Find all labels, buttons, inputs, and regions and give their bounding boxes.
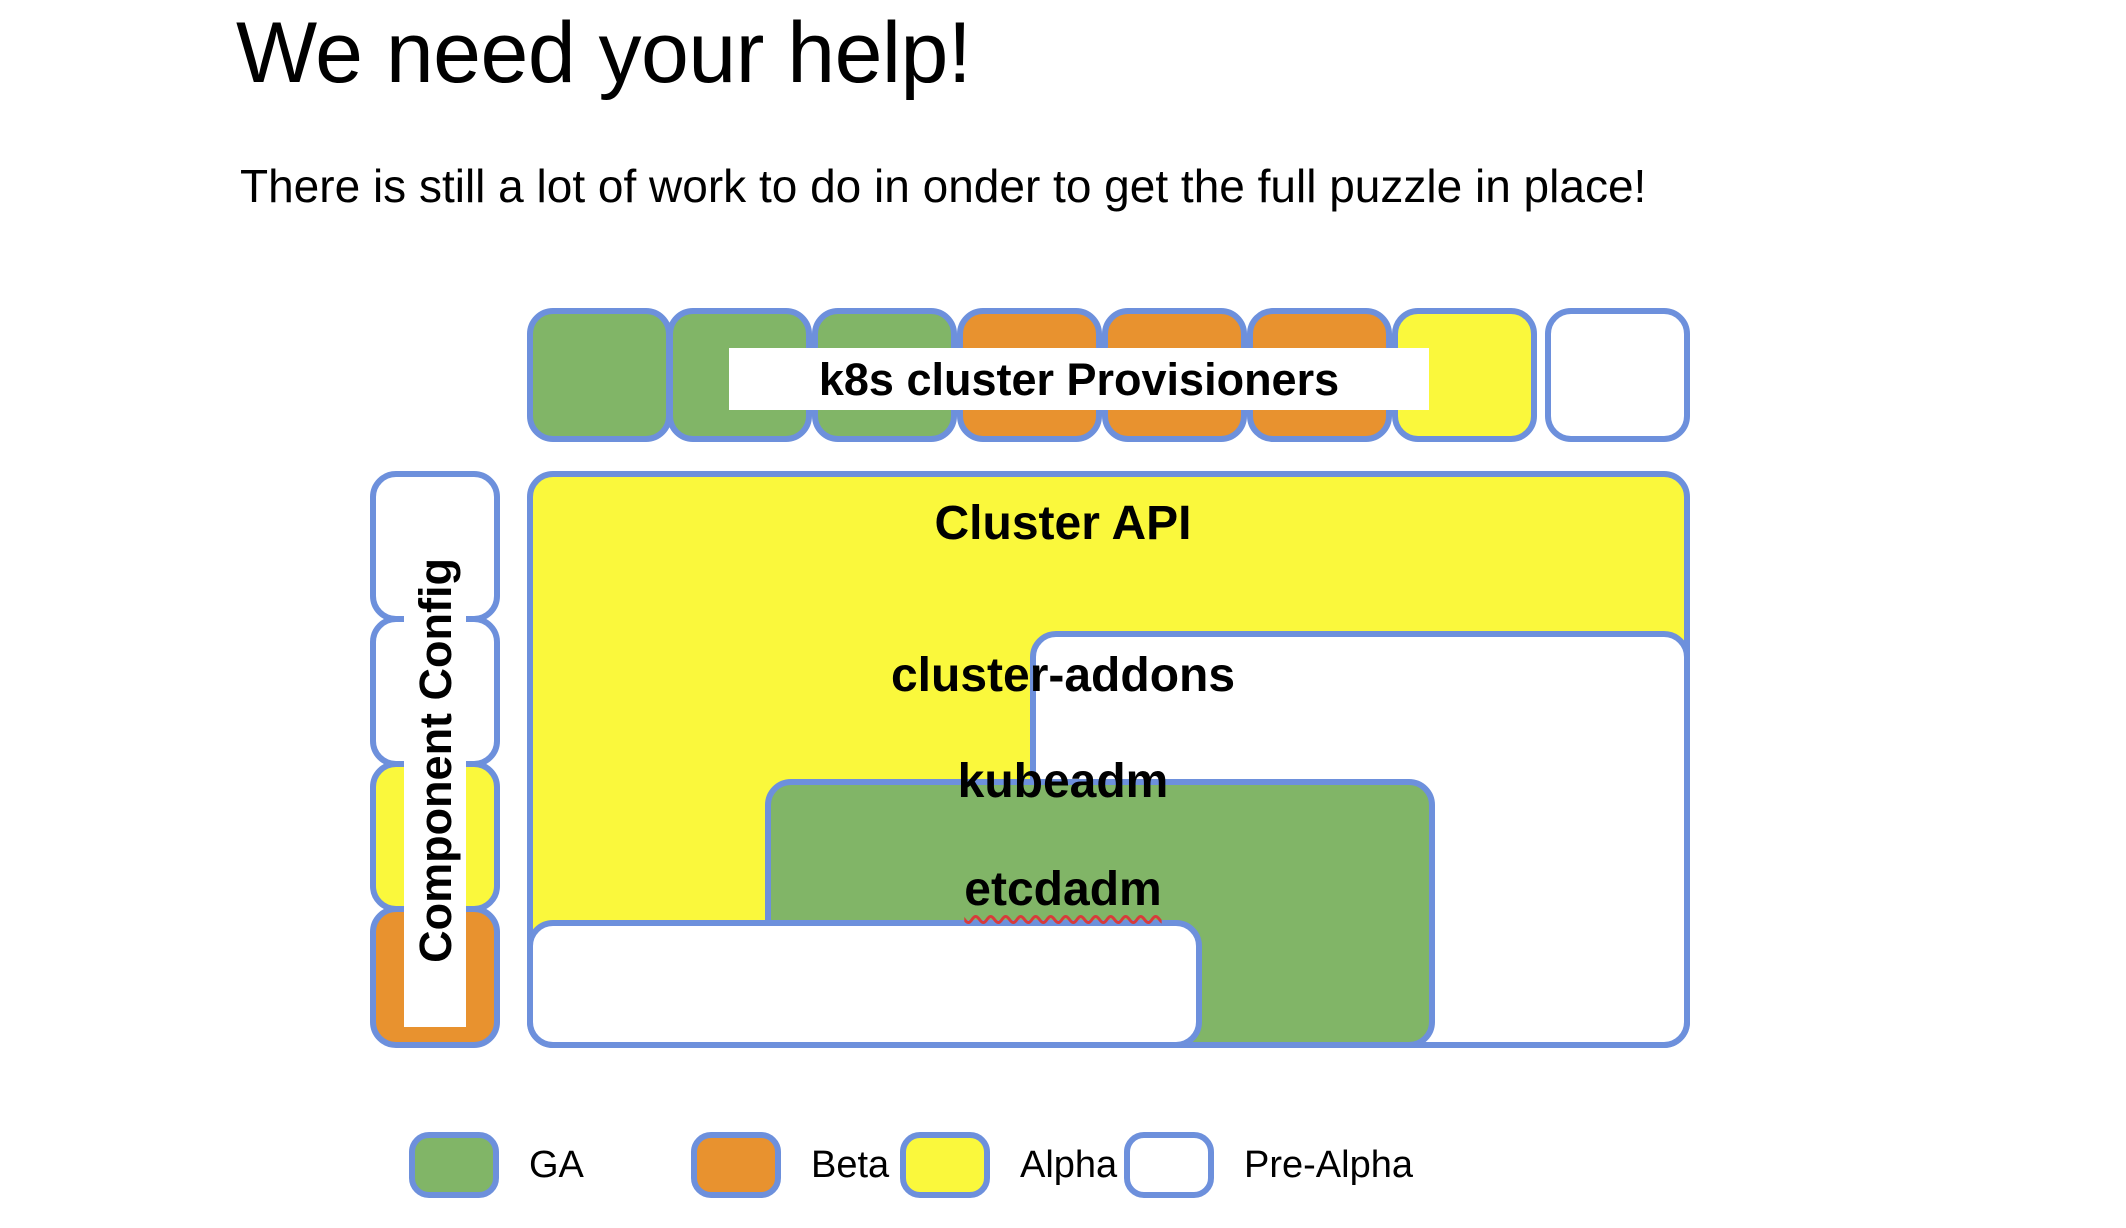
provisioner-cell-7 (1392, 308, 1537, 442)
label-etcdadm: etcdadm (964, 863, 1162, 916)
legend-label: Pre-Alpha (1244, 1144, 1413, 1186)
legend-label: Beta (811, 1144, 890, 1186)
label-kubeadm: kubeadm (957, 755, 1169, 808)
component-config-label-band: Component Config (404, 493, 466, 1027)
legend-swatch-ga (409, 1132, 499, 1198)
legend-item: Alpha (900, 1126, 1117, 1204)
provisioner-label: k8s cluster Provisioners (818, 353, 1340, 405)
legend-swatch-pre-alpha (1124, 1132, 1214, 1198)
label-cluster-api: Cluster API (934, 497, 1192, 550)
legend-item: Pre-Alpha (1124, 1126, 1413, 1204)
legend-swatch-alpha (900, 1132, 990, 1198)
component-config-column: Component Config (370, 471, 500, 1048)
page-title: We need your help! (236, 5, 972, 101)
legend-label: GA (529, 1144, 584, 1186)
provisioner-cell-1 (527, 308, 672, 442)
provisioner-row: k8s cluster Provisioners (527, 308, 1690, 442)
provisioner-cell-8 (1545, 308, 1690, 442)
legend-swatch-beta (691, 1132, 781, 1198)
page-subtitle: There is still a lot of work to do in on… (240, 160, 1647, 212)
legend-item: GA (409, 1126, 584, 1204)
legend: GA Beta Alpha Pre-Alpha (409, 1126, 1709, 1204)
legend-label: Alpha (1020, 1144, 1118, 1186)
legend-item: Beta (691, 1126, 889, 1204)
box-etcdadm (527, 920, 1202, 1048)
provisioner-label-band: k8s cluster Provisioners (729, 348, 1429, 410)
label-cluster-addons: cluster-addons (890, 649, 1236, 702)
